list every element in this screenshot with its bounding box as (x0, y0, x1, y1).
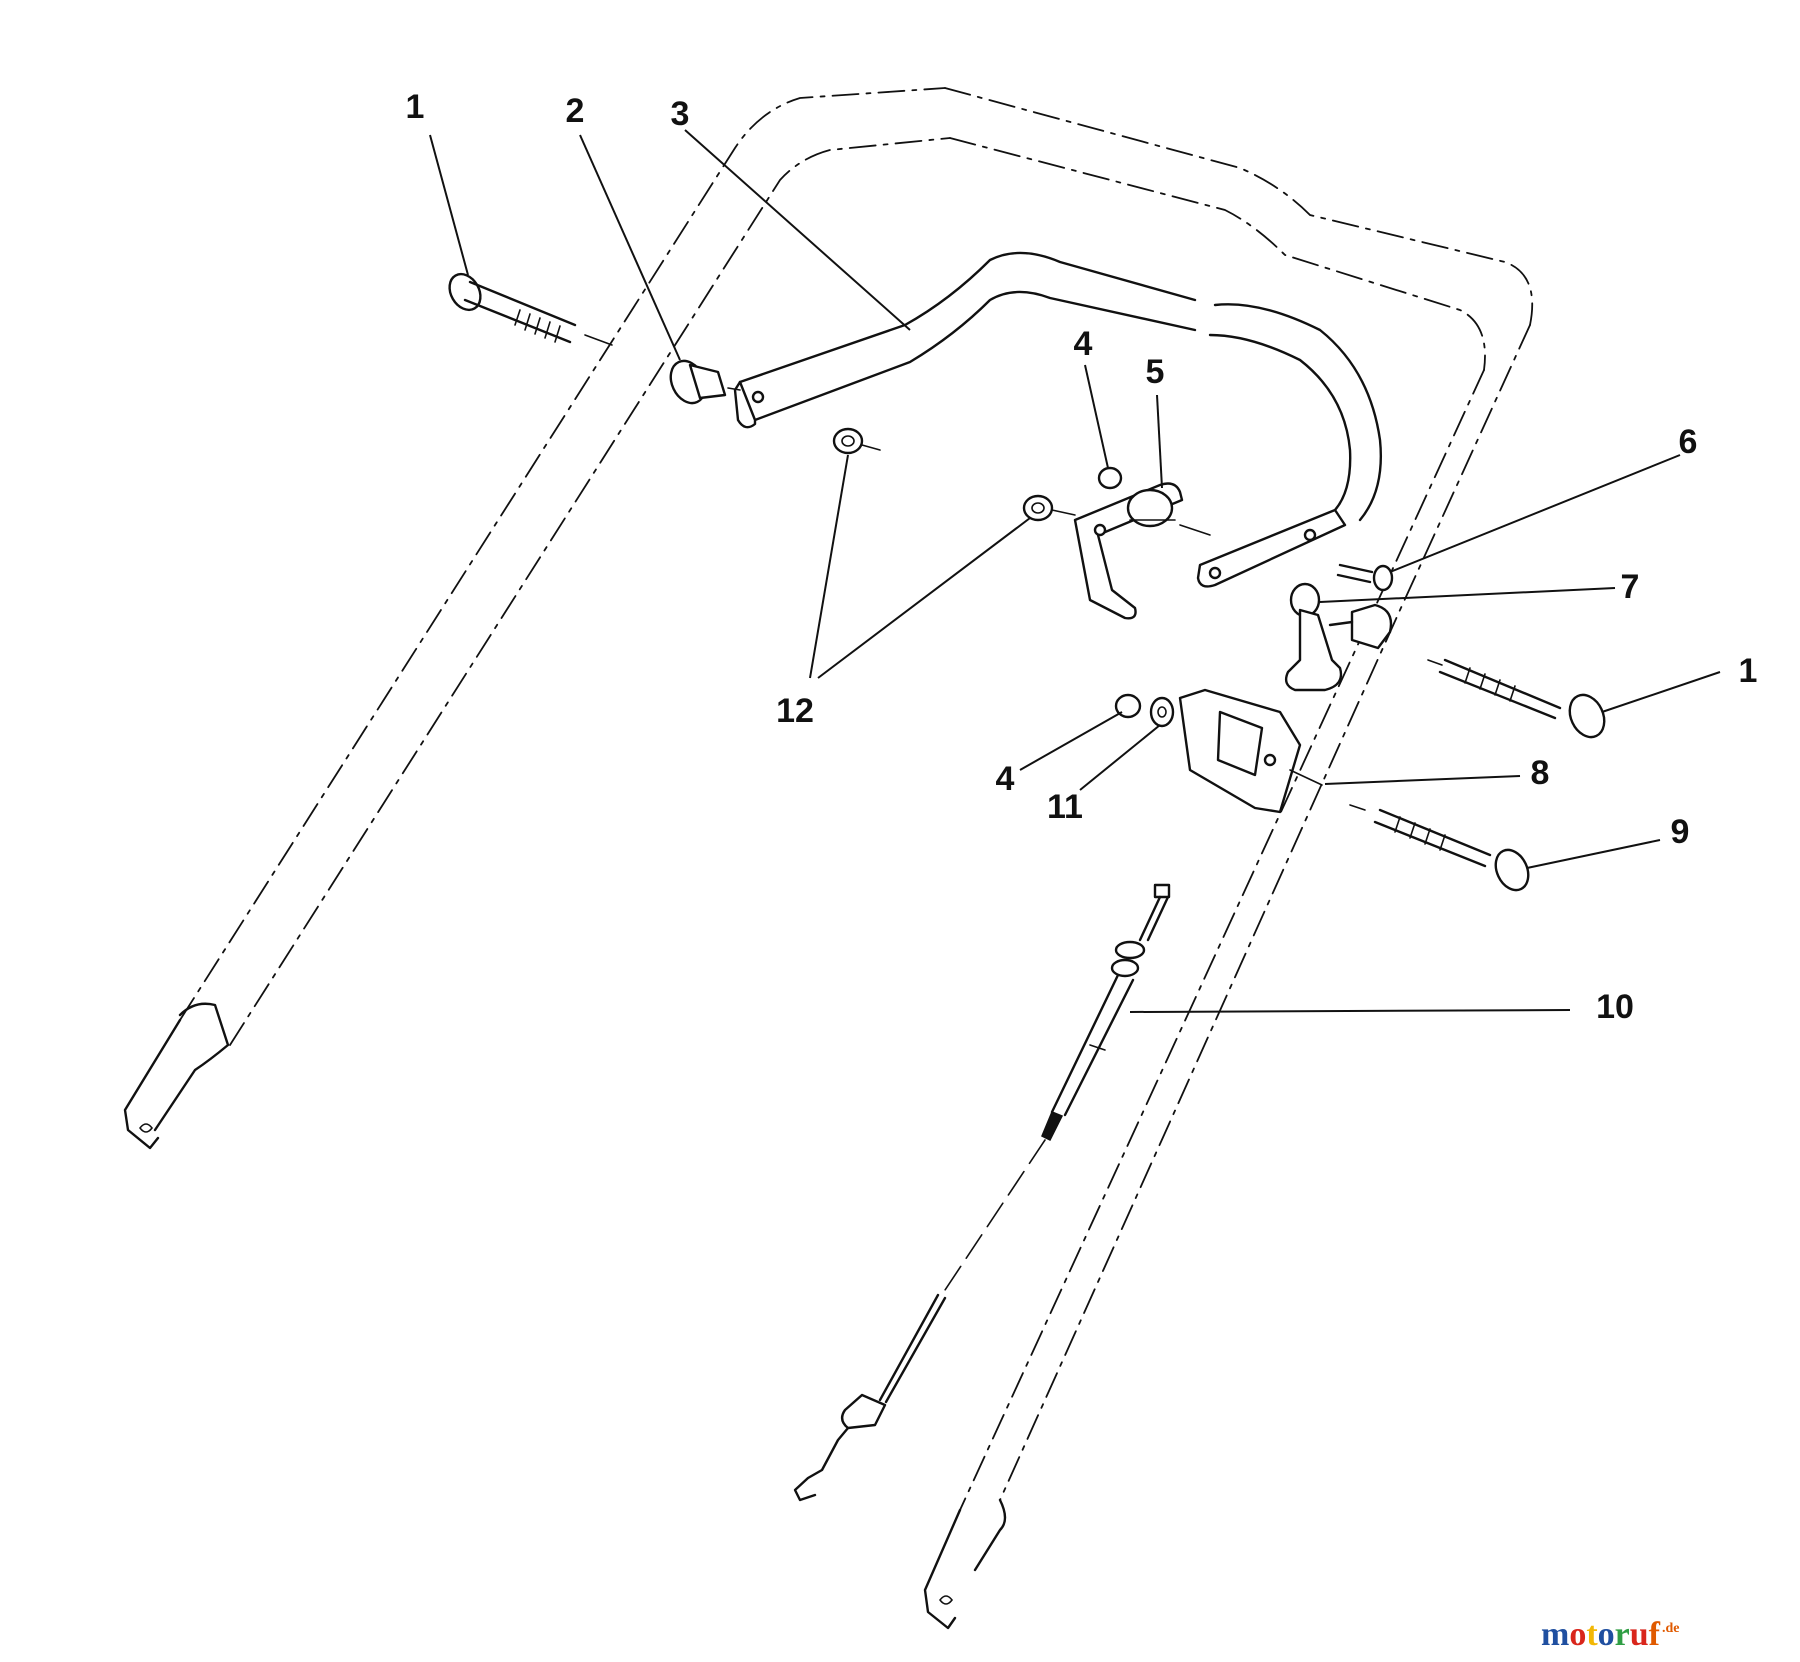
washer (1149, 696, 1175, 728)
cable-bracket (1178, 688, 1323, 814)
locknut-left (832, 427, 881, 455)
callout-labels: 1 2 3 4 5 6 7 1 12 4 11 8 9 10 (406, 88, 1758, 1026)
nut-lower (1114, 693, 1142, 719)
locknut-right (1022, 494, 1076, 522)
callout-9: 9 (1671, 813, 1690, 851)
control-lever (1284, 582, 1393, 692)
control-bail (733, 251, 1382, 588)
callout-7: 7 (1621, 568, 1640, 606)
callout-5: 5 (1146, 353, 1165, 391)
left-leg-end (123, 1002, 230, 1150)
watermark-text: motoruf (1541, 1616, 1661, 1653)
callout-4-lower: 4 (996, 760, 1015, 798)
callout-10: 10 (1596, 988, 1634, 1026)
watermark-suffix: .de (1662, 1621, 1680, 1636)
callout-4-upper: 4 (1074, 325, 1093, 363)
callout-2: 2 (566, 92, 585, 130)
callout-6: 6 (1679, 423, 1698, 461)
bolt-right (1427, 658, 1606, 739)
screw (1336, 563, 1394, 592)
bolt-upper-left (448, 272, 613, 346)
leader-lines (429, 129, 1721, 1013)
nut-upper (1097, 466, 1123, 490)
mounting-bracket (1073, 482, 1211, 620)
control-cable (793, 883, 1171, 1502)
callout-12: 12 (776, 692, 814, 730)
handle-frame (179, 87, 1534, 1511)
right-leg-end (923, 1498, 1007, 1630)
callout-11: 11 (1047, 788, 1083, 826)
bushing (669, 359, 741, 405)
bolt-lower (1349, 804, 1530, 892)
callout-8: 8 (1531, 754, 1550, 792)
callout-3: 3 (671, 95, 690, 133)
callout-1-upper: 1 (406, 88, 425, 126)
watermark-logo: motoruf .de (1541, 1616, 1680, 1653)
callout-1-right: 1 (1739, 652, 1758, 690)
